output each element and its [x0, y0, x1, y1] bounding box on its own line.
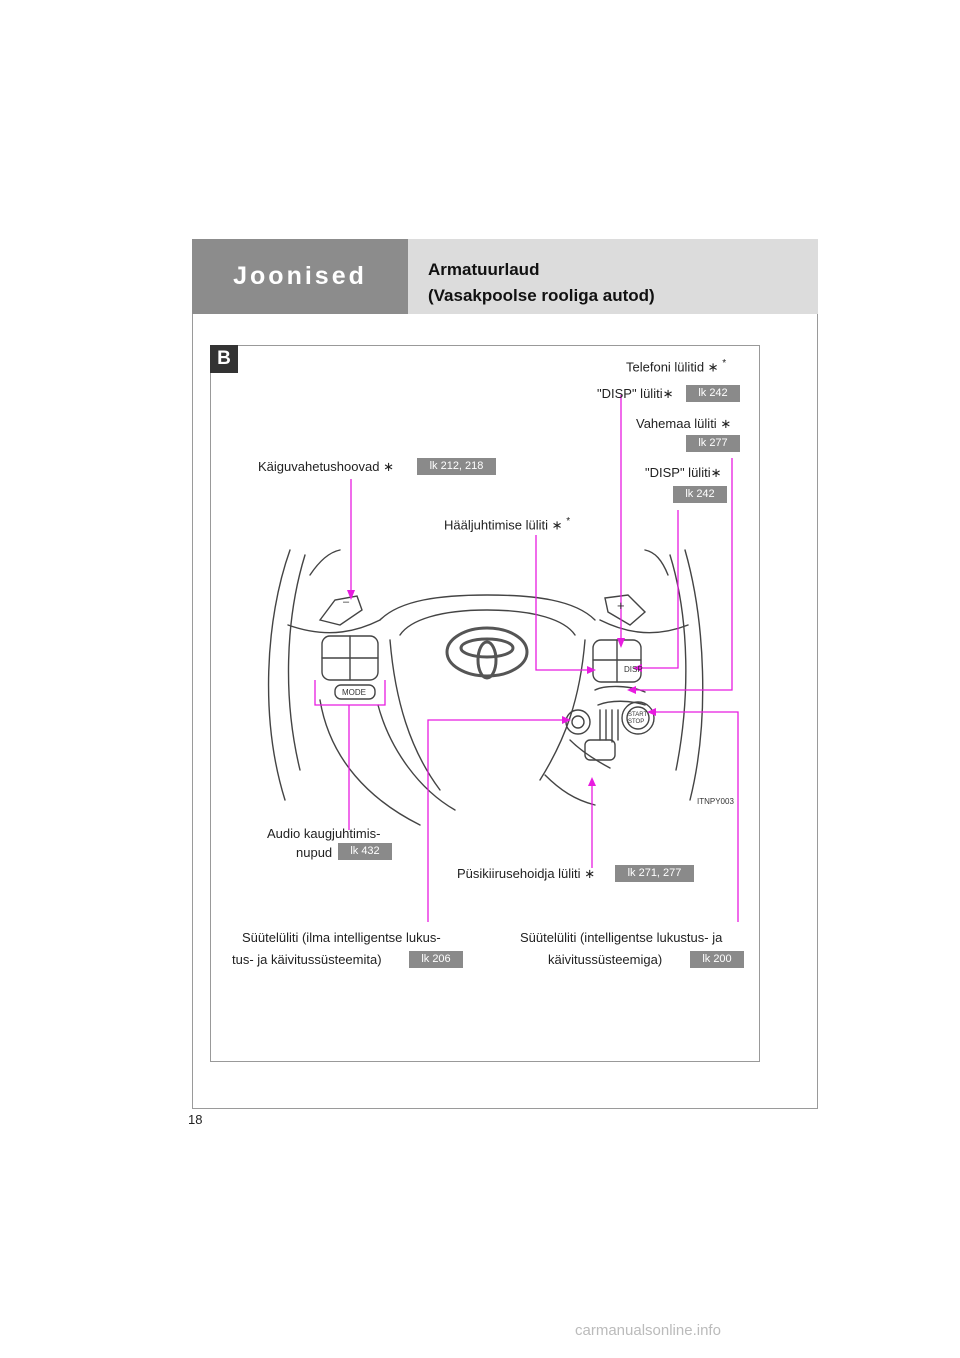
label-disp-2: "DISP" lüliti∗: [645, 465, 722, 480]
title-line-2: (Vasakpoolse rooliga autod): [428, 286, 655, 305]
label-suute1-1: Süütelüliti (ilma intelligentse lukus-: [242, 930, 441, 945]
label-kaigu: Käiguvahetushoovad ∗: [258, 459, 394, 474]
illustration-panel: [210, 345, 760, 1062]
image-code: ITNPY003: [697, 797, 734, 806]
ref-audio: lk 432: [338, 843, 392, 860]
label-suute1-2: tus- ja käivitussüsteemita): [232, 952, 382, 967]
ref-kaigu: lk 212, 218: [417, 458, 496, 475]
ref-disp-2: lk 242: [673, 486, 727, 503]
label-disp-1: "DISP" lüliti∗: [597, 386, 674, 401]
page-number: 18: [188, 1112, 203, 1127]
paddle-plus: +: [617, 598, 625, 613]
section-tab: Joonised: [192, 239, 408, 314]
label-audio-1: Audio kaugjuhtimis-: [267, 826, 381, 841]
title-line-1: Armatuurlaud: [428, 260, 540, 279]
ref-vahemaa: lk 277: [686, 435, 740, 452]
mode-button-text: MODE: [342, 688, 366, 697]
label-vahemaa: Vahemaa lüliti ∗: [636, 416, 732, 431]
ref-suute1: lk 206: [409, 951, 463, 968]
panel-badge: B: [210, 345, 238, 373]
label-pusi: Püsikiirusehoidja lüliti ∗: [457, 866, 596, 881]
start-stop-text: START STOP: [628, 712, 648, 725]
label-suute2-1: Süütelüliti (intelligentse lukustus- ja: [520, 930, 723, 945]
label-suute2-2: käivitussüsteemiga): [548, 952, 663, 967]
label-haal: Hääljuhtimise lüliti ∗ *: [444, 516, 571, 533]
page-title: Armatuurlaud (Vasakpoolse rooliga autod): [408, 239, 818, 314]
ref-pusi: lk 271, 277: [615, 865, 694, 882]
ref-suute2: lk 200: [690, 951, 744, 968]
paddle-minus: –: [343, 596, 350, 608]
ref-disp-1: lk 242: [686, 385, 740, 402]
label-audio-2: nupud: [296, 845, 333, 860]
disp-button-text: DISP: [624, 665, 643, 674]
label-telefon: Telefoni lülitid ∗ *: [626, 358, 727, 375]
footer-watermark: carmanualsonline.info: [575, 1322, 721, 1339]
